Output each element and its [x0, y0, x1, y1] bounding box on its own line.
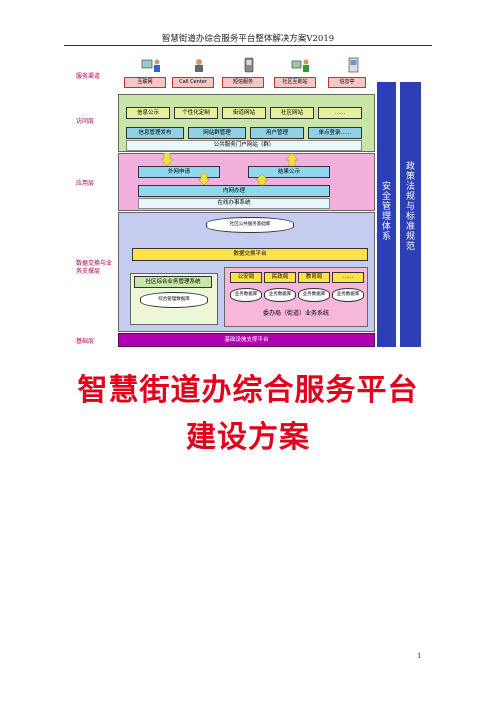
biz-db: 业务数据库 — [332, 288, 364, 302]
agency-item: …… — [332, 272, 364, 283]
public-base-db: 社区公共服务基础库 — [206, 217, 294, 233]
access-mgmt-item: 用户管理 — [250, 127, 304, 139]
access-item: 社区网站 — [270, 107, 314, 119]
headset-user-icon — [195, 59, 203, 72]
up-arrow-icon — [256, 174, 268, 186]
kiosk-icon — [348, 57, 359, 73]
computer-user-icon — [141, 59, 160, 72]
biz-db: 业务数据库 — [264, 288, 296, 302]
access-item: …… — [318, 107, 362, 119]
document-subtitle: 建设方案 — [186, 420, 310, 455]
up-arrow-icon — [286, 153, 298, 167]
layer-label-application: 应用层 — [76, 180, 95, 187]
portal-label: 公共服务门户网站（群） — [126, 140, 362, 151]
security-label: 安全管理体系 — [381, 182, 391, 242]
access-item: 个性化定制 — [174, 107, 218, 119]
agency-item: 民政局 — [264, 272, 296, 283]
mobile-phone-icon — [244, 57, 254, 73]
biz-db: 业务数据库 — [230, 288, 262, 302]
access-mgmt-item: 网站群管理 — [188, 127, 246, 139]
document-title: 智慧街道办综合服务平台 — [77, 373, 419, 408]
agency-system-label: 委办局（街道）业务系统 — [262, 310, 329, 317]
biz-db: 业务数据库 — [298, 288, 330, 302]
app-result-publish: 结果公示 — [248, 166, 330, 178]
policy-column: 政策法规与标准规范 — [400, 82, 421, 347]
security-column: 安全管理体系 — [377, 82, 396, 347]
app-inner-process: 内网办理 — [138, 185, 330, 197]
page-number: 1 — [417, 652, 422, 660]
access-mgmt-item: 单点登录…… — [308, 127, 362, 139]
access-mgmt-item: 信息管理发布 — [126, 127, 184, 139]
architecture-diagram: 服务渠道 访问层 应用层 数据交换与业务支撑层 基础层 互联网 Call Cen… — [76, 55, 423, 357]
online-system-label: 在线办事系统 — [138, 198, 330, 209]
policy-label: 政策法规与标准规范 — [405, 162, 415, 252]
page-header: 智慧街道办综合服务平台整体解决方案V2019 — [161, 34, 335, 44]
down-arrow-icon — [198, 174, 210, 186]
data-exchange-platform: 数据交换平台 — [132, 248, 368, 261]
header-rule — [64, 45, 432, 46]
agency-item: 公安局 — [230, 272, 262, 283]
access-item: 信息公示 — [126, 107, 170, 119]
agency-item: 教育局 — [298, 272, 330, 283]
layer-label-infra: 基础层 — [76, 338, 95, 345]
layer-label-channel: 服务渠道 — [76, 73, 101, 80]
down-arrow-icon — [161, 153, 173, 167]
community-system-label: 社区综合业务管理系统 — [134, 276, 212, 288]
community-user-icon — [291, 59, 309, 72]
community-db: 综合管理数据库 — [140, 292, 208, 308]
access-item: 街道网站 — [222, 107, 266, 119]
app-outer-apply: 外网申请 — [138, 166, 220, 178]
infra-platform: 基础设施支撑平台 — [118, 333, 375, 347]
layer-label-data: 数据交换与业务支撑层 — [76, 260, 113, 275]
layer-label-access: 访问层 — [76, 118, 95, 125]
